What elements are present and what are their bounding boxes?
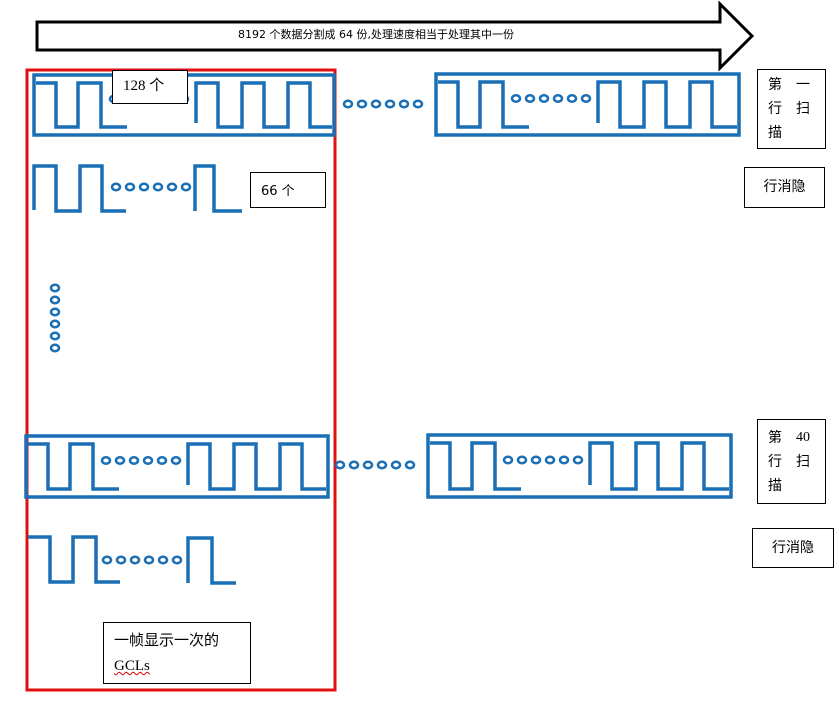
vertical-ellipsis-dot [49,343,61,353]
blanking-40-dot [129,555,141,565]
scan-row-40-left-ellipsis-dot [156,456,168,465]
line-blanking-40-label: 行消隐 [752,528,834,568]
blanking-40-dot [115,555,127,565]
blanking-40-dot [101,555,113,565]
connector-dot [376,460,388,470]
scan-row-40-right-ellipsis-dot [530,455,542,465]
count-66-label: 66 个 [250,172,326,208]
frame-label-line1: 一帧显示一次的 [114,631,220,649]
scan-row-40-right-box [426,433,733,499]
scan-row-1-right-ellipsis-dot [524,94,536,103]
count-128-label: 128 个 [112,70,188,104]
scan-row-40-right-ellipsis-dot [544,455,556,465]
scan-row-1-right-ellipsis-dot [580,94,592,103]
blanking-1-dot [152,182,164,192]
scan-char: 描 [768,478,782,494]
scan-row-40-left-ellipsis-dot [170,456,182,465]
blanking-1-pulse [32,164,126,213]
scan-row-1-left-pulse-train [36,81,127,129]
scan-char: 第 [768,430,782,446]
blanking-40-dot [171,555,183,565]
vertical-ellipsis-dot [49,295,61,305]
scan-row-40-right-pulse-train [430,441,521,491]
scan-row-1-right-pulse-train [438,80,529,129]
arrow-label: 8192 个数据分割成 64 份,处理速度相当于处理其中一份 [238,28,514,41]
scan-row-40-left-pulse-train [28,442,119,491]
scan-char: 行 [768,454,782,470]
vertical-ellipsis-dot [49,319,61,329]
connector-dot [398,99,410,109]
connector-dot [370,99,382,109]
scan-char: 40 [796,430,810,445]
blanking-1-dot [138,182,150,192]
scan-row-40-left-ellipsis-dot [100,456,112,465]
scan-char: 第 [768,77,782,93]
scan-char: 扫 [796,101,810,117]
scan-row-40-left-box [24,434,330,499]
scan-row-40-left-pulse-train [186,442,326,491]
frame-gcl-label: 一帧显示一次的 GCLs [103,622,251,684]
blanking-1-pulse [193,164,242,213]
blanking-1-dot [180,182,192,192]
scan-row-1-right-pulse-train [596,80,737,129]
connector-dot [334,460,346,470]
scan-row-40-right-ellipsis-dot [572,455,584,465]
blanking-1-dot [166,182,178,192]
scan-row-40-right-ellipsis-dot [558,455,570,465]
connector-dot [412,99,424,109]
scan-char: 描 [768,125,782,141]
frame-label-line2: GCLs [114,658,150,674]
blanking-1-dot [124,182,136,192]
scan-row-1-right-ellipsis-dot [510,94,522,103]
blanking-40-pulse [28,535,120,584]
blanking-40-pulse [186,536,236,585]
scan-row-40-right-ellipsis-dot [516,455,528,465]
scan-row-40-right-ellipsis-dot [502,455,514,465]
vertical-ellipsis-dot [49,283,61,293]
scan-row-1-right-ellipsis-dot [566,94,578,103]
blanking-40-dot [157,555,169,565]
vertical-ellipsis-dot [49,331,61,341]
blanking-1-dot [110,182,122,192]
scan-char: 一 [796,77,810,93]
connector-dot [348,460,360,470]
connector-dot [356,99,368,109]
scan-line-40-label: 第 40 行扫 描 [757,419,826,504]
scan-row-1-left-pulse-train [194,81,332,129]
scan-row-40-left-ellipsis-dot [114,456,126,465]
scan-char: 行 [768,101,782,117]
vertical-ellipsis-dot [49,307,61,317]
scan-row-40-right-pulse-train [588,441,729,491]
connector-dot [384,99,396,109]
connector-dot [362,460,374,470]
connector-dot [390,460,402,470]
scan-row-40-left-ellipsis-dot [128,456,140,465]
scan-char: 扫 [796,454,810,470]
scan-line-1-label: 第一 行扫 描 [757,69,826,149]
scan-row-1-right-ellipsis-dot [552,94,564,103]
blanking-40-dot [143,555,155,565]
scan-row-1-right-ellipsis-dot [538,94,550,103]
frame-boundary [25,68,337,692]
connector-dot [342,99,354,109]
scan-row-1-right-box [434,72,741,137]
scan-row-40-left-ellipsis-dot [142,456,154,465]
connector-dot [404,460,416,470]
processing-arrow [35,0,755,72]
line-blanking-1-label: 行消隐 [744,167,825,208]
